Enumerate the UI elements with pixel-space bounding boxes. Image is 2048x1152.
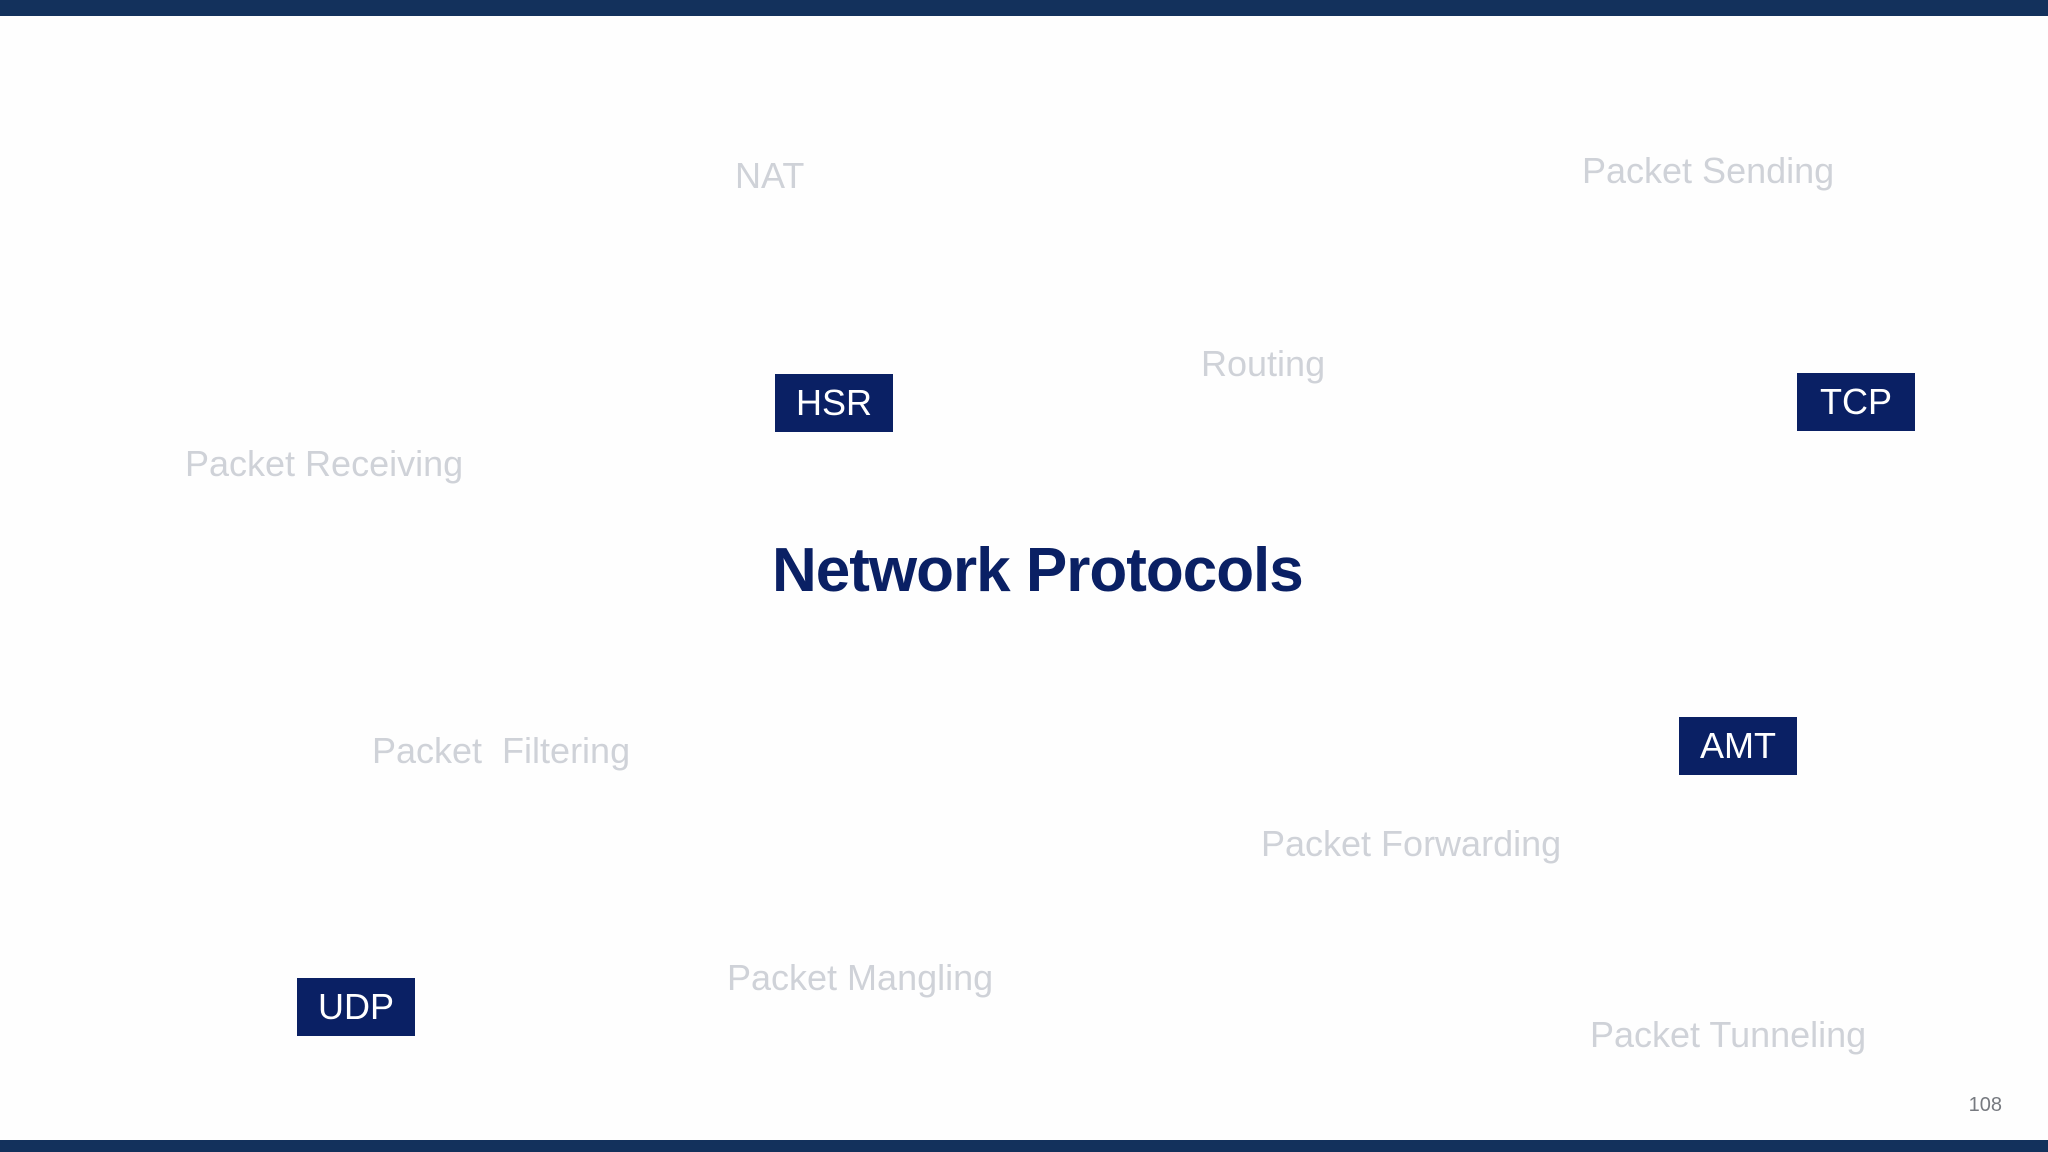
tag-udp: UDP: [297, 978, 415, 1036]
tag-tcp: TCP: [1797, 373, 1915, 431]
tag-hsr-label: HSR: [795, 382, 872, 423]
top-accent-bar: [0, 0, 2048, 16]
term-packet-mangling: Packet Mangling: [727, 957, 994, 998]
term-packet-tunneling: Packet Tunneling: [1590, 1014, 1867, 1055]
bottom-accent-bar: [0, 1140, 2048, 1152]
tag-tcp-label: TCP: [1820, 381, 1892, 422]
tag-amt-label: AMT: [1700, 725, 1776, 766]
term-packet-forwarding: Packet Forwarding: [1261, 823, 1562, 864]
tag-amt: AMT: [1679, 717, 1797, 775]
tag-hsr: HSR: [775, 374, 893, 432]
tag-udp-label: UDP: [317, 986, 394, 1027]
term-packet-receiving: Packet Receiving: [185, 443, 464, 484]
term-packet-sending: Packet Sending: [1582, 150, 1835, 191]
term-routing: Routing: [1201, 343, 1326, 384]
term-nat: NAT: [735, 155, 805, 196]
term-packet-filtering: Packet Filtering: [372, 730, 631, 771]
page-number: 108: [1968, 1094, 2002, 1116]
slide-title: Network Protocols: [772, 536, 1304, 605]
